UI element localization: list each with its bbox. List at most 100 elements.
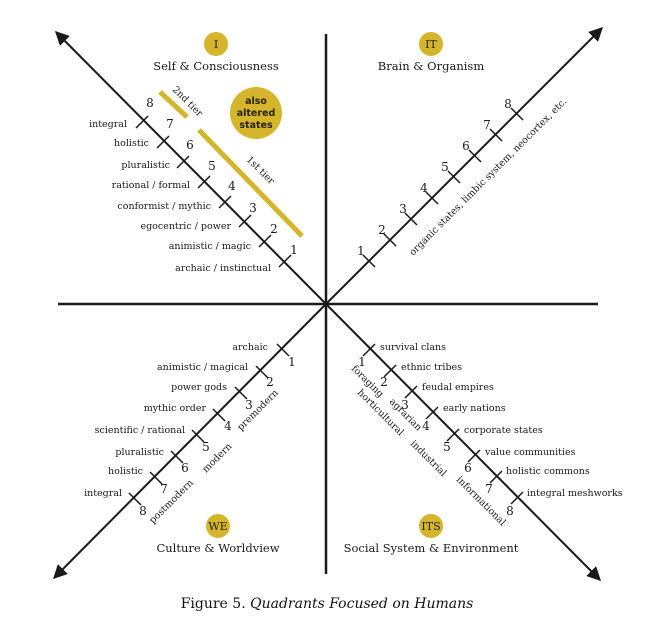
tick — [238, 214, 252, 228]
tick-marks — [128, 107, 524, 506]
tick — [212, 408, 226, 422]
ul-level-8: integral — [89, 119, 127, 130]
figure-caption: Figure 5. Quadrants Focused on Humans — [0, 596, 654, 612]
ul-level-3: egocentric / power — [140, 221, 231, 232]
tick — [156, 135, 170, 149]
tick — [383, 364, 397, 378]
tick — [135, 115, 149, 129]
ul-number-7: 7 — [166, 117, 174, 131]
lr-number-1: 1 — [358, 355, 366, 369]
tick — [197, 175, 211, 189]
figure-number: Figure 5. — [180, 596, 246, 612]
lr-level-3: feudal empires — [422, 382, 494, 393]
tick — [489, 470, 503, 484]
tick — [218, 195, 232, 209]
quadrant-diagram: I Self & Consciousness 2nd tier 1st tier… — [53, 27, 623, 581]
ll-level-4: mythic order — [144, 403, 207, 414]
ll-number-5: 5 — [202, 440, 210, 454]
ur-number-7: 7 — [483, 118, 491, 132]
badge-we: WE — [208, 520, 227, 533]
also-label: also — [245, 96, 267, 107]
lr-level-7: holistic commons — [506, 466, 590, 477]
ll-number-2: 2 — [266, 375, 274, 389]
ul-number-8: 8 — [146, 96, 154, 110]
badge-circle-its — [419, 514, 443, 538]
tick — [276, 343, 290, 357]
ul-level-6: pluralistic — [121, 160, 170, 171]
badge-it: IT — [425, 38, 437, 51]
ll-number-6: 6 — [181, 461, 189, 475]
ul-level-7: holistic — [114, 138, 149, 149]
figure-title: Quadrants Focused on Humans — [250, 596, 474, 612]
ul-level-2: animistic / magic — [169, 241, 251, 252]
quadrant-title-ur: Brain & Organism — [378, 59, 485, 73]
second-tier-bar — [158, 90, 189, 119]
ul-number-3: 3 — [249, 201, 257, 215]
ul-number-2: 2 — [270, 222, 278, 236]
tick — [258, 234, 272, 248]
ll-level-1: archaic — [232, 342, 268, 353]
quadrant-upper-left: I Self & Consciousness 2nd tier 1st tier… — [89, 32, 304, 274]
tick — [489, 128, 503, 142]
ul-number-1: 1 — [290, 243, 298, 257]
ll-level-3: power gods — [171, 382, 227, 393]
ll-number-7: 7 — [160, 482, 168, 496]
ll-number-3: 3 — [245, 398, 253, 412]
ll-number-4: 4 — [224, 419, 232, 433]
tick — [383, 233, 397, 247]
ll-level-8: integral — [84, 488, 122, 499]
tick — [362, 254, 376, 268]
tick — [176, 155, 190, 169]
ll-level-7: holistic — [108, 466, 143, 477]
tick — [425, 191, 439, 205]
ur-number-2: 2 — [378, 223, 386, 237]
tick — [425, 406, 439, 420]
tick — [278, 254, 292, 268]
diagonal-lr — [325, 303, 601, 581]
ur-number-6: 6 — [462, 139, 470, 153]
tick — [404, 212, 418, 226]
lr-level-6: value communities — [484, 447, 576, 458]
ur-number-5: 5 — [441, 160, 449, 174]
badge-circle-i — [204, 32, 228, 56]
quadrant-lower-right: ITS Social System & Environment foraging… — [344, 342, 623, 555]
ul-level-5: rational / formal — [112, 180, 190, 191]
lr-number-6: 6 — [464, 461, 472, 475]
diagonal-ll — [53, 303, 327, 579]
ul-number-5: 5 — [208, 159, 216, 173]
tick — [468, 149, 482, 163]
ll-number-1: 1 — [288, 355, 296, 369]
lr-level-1: survival clans — [380, 342, 446, 353]
also-altered-states-circle — [230, 87, 282, 139]
ul-number-4: 4 — [228, 179, 236, 193]
diagonal-ul — [55, 31, 327, 305]
lr-level-5: corporate states — [464, 425, 543, 436]
tick — [234, 386, 248, 400]
ul-number-6: 6 — [186, 138, 194, 152]
quadrant-title-lr: Social System & Environment — [344, 541, 519, 555]
tick — [170, 450, 184, 464]
tick — [362, 343, 376, 357]
lr-number-7: 7 — [485, 482, 493, 496]
tick — [510, 107, 524, 121]
ur-number-3: 3 — [399, 202, 407, 216]
lr-level-4: early nations — [443, 403, 506, 414]
first-tier-bar — [197, 128, 304, 238]
tick — [255, 365, 269, 379]
tick — [128, 492, 142, 506]
badge-circle-we — [206, 514, 230, 538]
ur-number-1: 1 — [357, 244, 365, 258]
lr-number-4: 4 — [422, 419, 430, 433]
era-informational: informational — [454, 474, 508, 528]
badge-circle-it — [419, 32, 443, 56]
ll-level-5: scientific / rational — [95, 425, 185, 436]
badge-its: ITS — [421, 520, 440, 533]
lr-number-5: 5 — [443, 440, 451, 454]
quadrant-upper-right: IT Brain & Organism organic states, limb… — [357, 32, 569, 258]
states-label: states — [239, 120, 273, 131]
ll-number-8: 8 — [139, 504, 147, 518]
ur-number-4: 4 — [420, 181, 428, 195]
diagonal-ur — [325, 27, 603, 305]
era-postmodern: postmodern — [147, 478, 196, 527]
tick — [447, 170, 461, 184]
